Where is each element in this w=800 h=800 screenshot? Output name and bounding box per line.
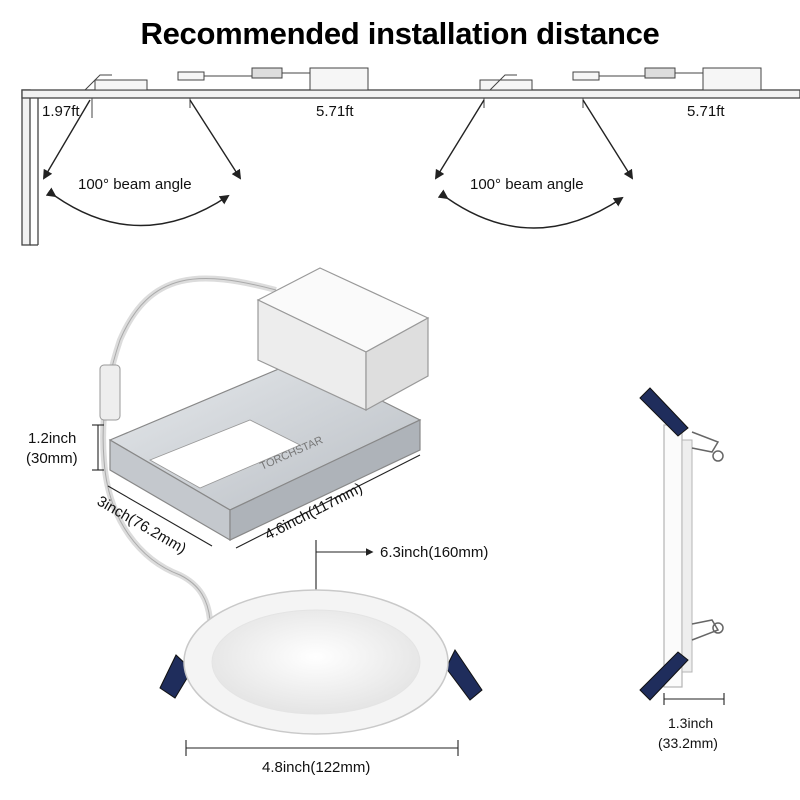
diameter-dimension-label: 4.8inch(122mm): [262, 759, 370, 776]
beam-angle-right-label: 100° beam angle: [470, 176, 584, 193]
distance-markers: [37, 98, 584, 118]
profile-clip-top: [639, 387, 689, 437]
ceiling-and-wall: [21, 89, 800, 246]
panel-light: [159, 589, 483, 735]
profile-dimension-mm-label: (33.2mm): [658, 735, 718, 751]
height-dimension-label: 1.2inch: [28, 430, 76, 447]
ceiling-fixture-left: [84, 67, 369, 91]
edge-distance-label: 1.97ft: [42, 103, 80, 120]
beam-angle-left: [43, 99, 242, 227]
height-dimension-mm-label: (30mm): [26, 450, 78, 467]
span-distance-right-label: 5.71ft: [687, 103, 725, 120]
span-distance-left-label: 5.71ft: [316, 103, 354, 120]
page-title: Recommended installation distance: [140, 16, 660, 51]
diameter-dimension: [185, 740, 459, 756]
profile-clip-bottom: [639, 651, 689, 701]
profile-dimension-label: 1.3inch: [668, 715, 713, 731]
beam-angle-left-label: 100° beam angle: [78, 176, 192, 193]
spring-clip-right: [445, 649, 483, 701]
profile-dimension: [663, 693, 725, 705]
cable-connector: [99, 364, 121, 421]
cable-length-label: 6.3inch(160mm): [380, 544, 488, 561]
side-profile: [639, 387, 724, 701]
ceiling-fixture-right: [479, 67, 762, 91]
junction-box: TORCHSTAR: [99, 267, 430, 621]
beam-angle-right: [434, 99, 634, 229]
